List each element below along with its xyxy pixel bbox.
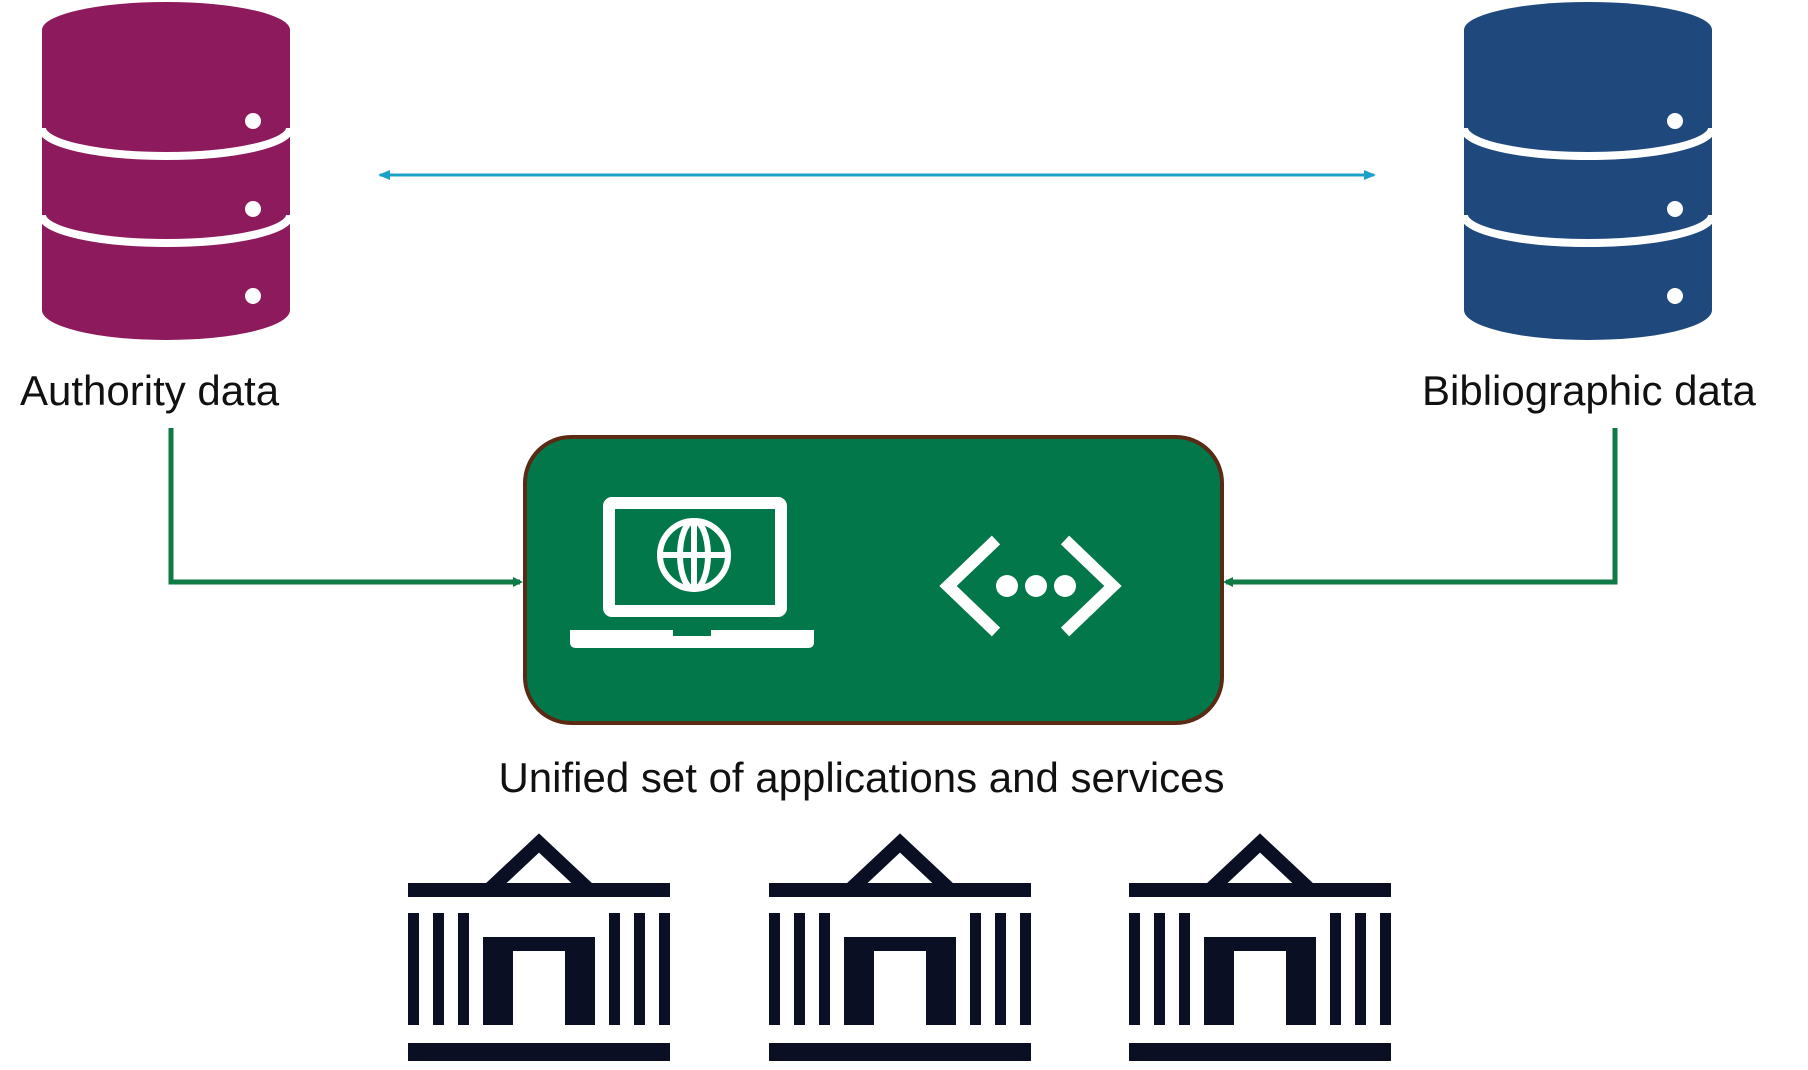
bibliographic-data-label: Bibliographic data — [1422, 367, 1756, 414]
library-building-icon — [408, 833, 670, 1061]
authority-data-label: Authority data — [20, 367, 280, 414]
authority-database-icon — [38, 2, 294, 340]
laptop-globe-icon — [570, 497, 814, 648]
edge-bibliographic-services — [1223, 428, 1618, 587]
edge-authority-services — [168, 428, 523, 587]
globe-icon — [657, 518, 731, 592]
services-box — [523, 435, 1224, 725]
connection-dots-icon — [939, 535, 1122, 637]
services-label: Unified set of applications and services — [498, 754, 1225, 801]
library-building-icon — [1129, 833, 1391, 1061]
bibliographic-database-icon — [1460, 2, 1716, 340]
library-building-icon — [769, 833, 1031, 1061]
